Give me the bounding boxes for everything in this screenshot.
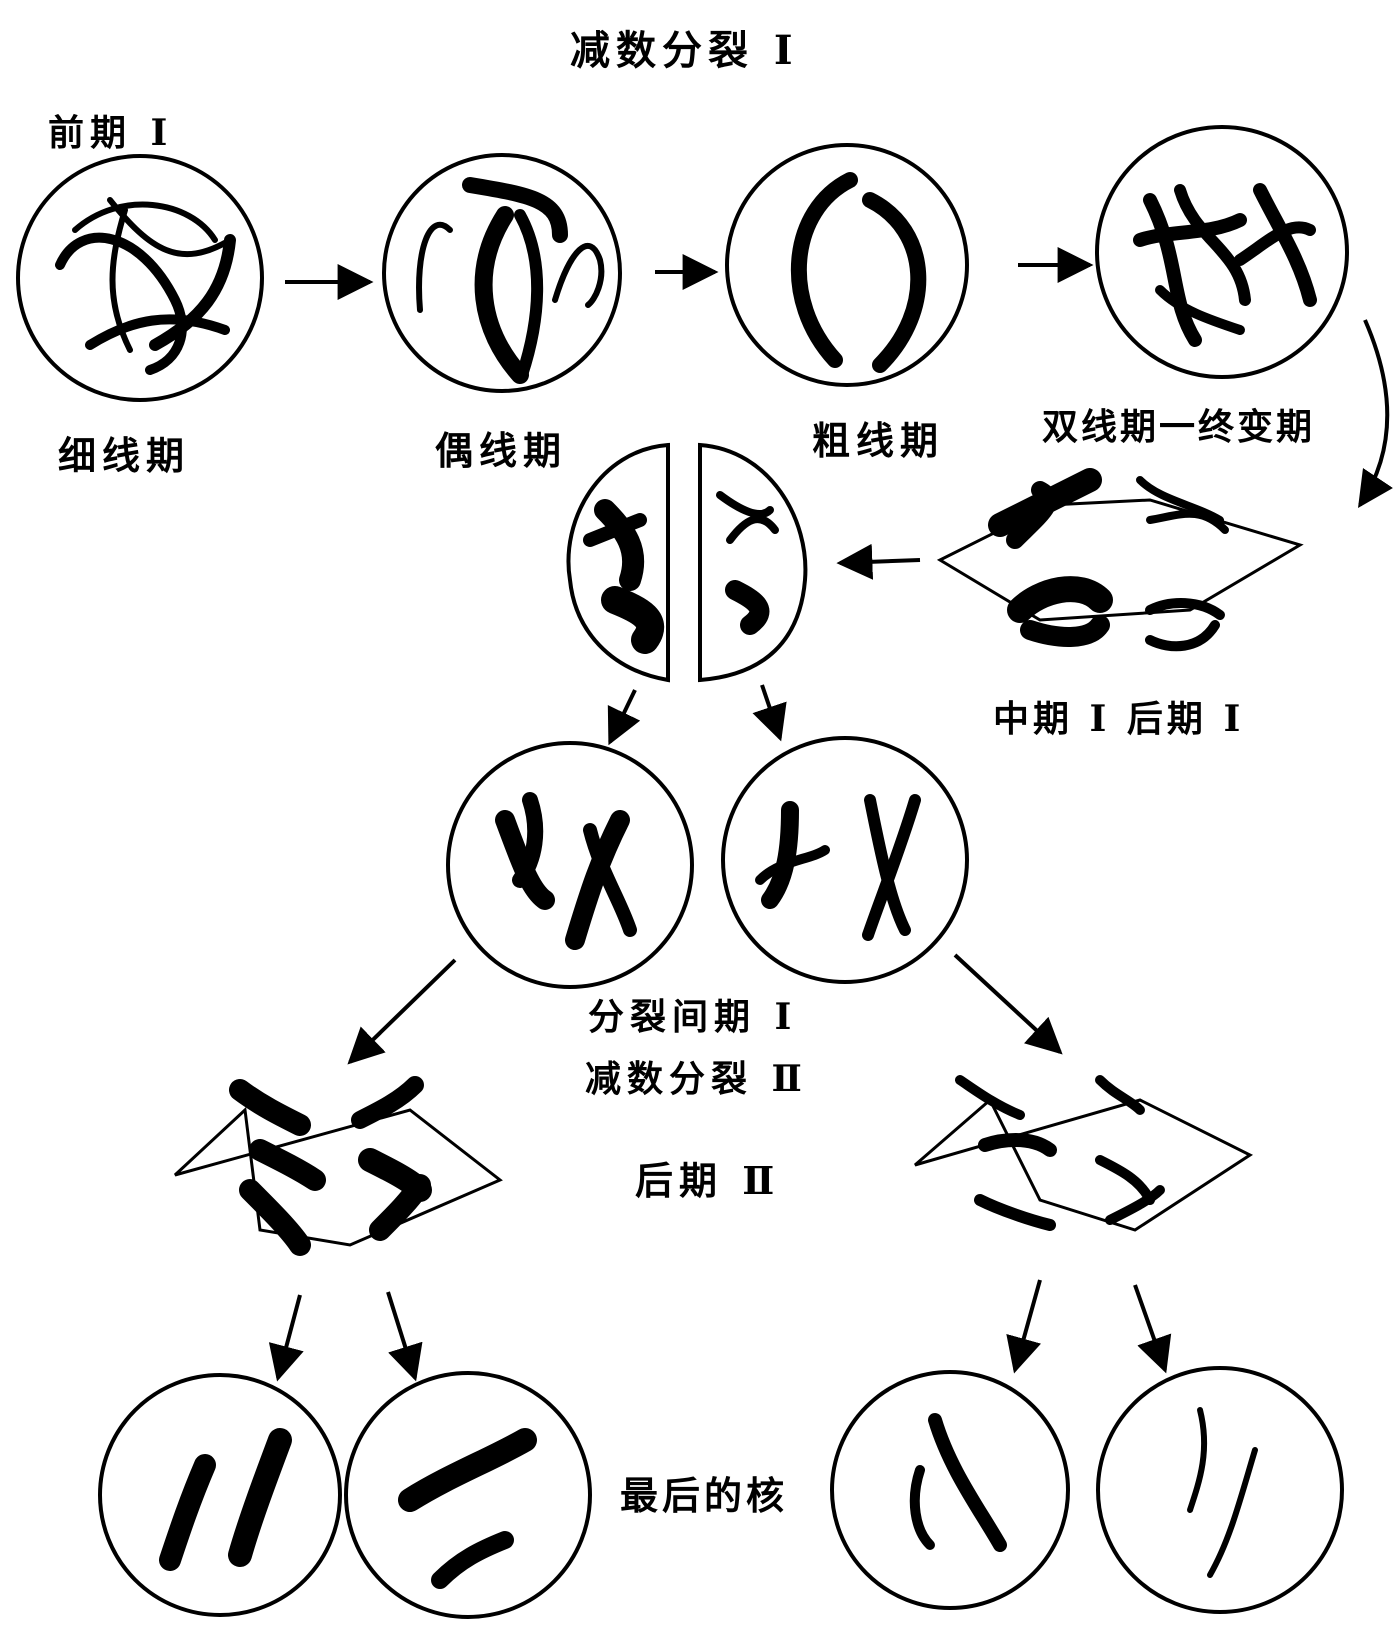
arrow-13 <box>1135 1285 1165 1370</box>
diagram-title: 减数分裂 Ⅰ <box>570 18 799 76</box>
label-metaphase-anaphase-1: 中期 Ⅰ 后期 Ⅰ <box>993 690 1244 742</box>
final-nucleus-1 <box>100 1375 340 1615</box>
spindle-anaphase-2-right <box>915 1100 1250 1230</box>
metaphase-1-bivalents <box>1000 480 1225 646</box>
anaphase-2-right-chromosomes <box>960 1080 1160 1225</box>
label-prophase-1: 前期 Ⅰ <box>48 104 173 156</box>
final-nucleus-4 <box>1098 1368 1342 1612</box>
arrow-7 <box>762 685 780 738</box>
interkinesis-cell-left <box>448 743 692 987</box>
interkinesis-cell-right <box>723 738 967 982</box>
label-pachytene: 粗线期 <box>812 410 944 465</box>
arrow-11 <box>388 1292 415 1378</box>
leptotene-chromosomes <box>60 200 230 370</box>
label-diplotene-diakinesis: 双线期一终变期 <box>1042 398 1315 450</box>
arrow-6 <box>610 690 635 742</box>
final-nucleus-2 <box>346 1373 590 1617</box>
arrow-10 <box>278 1295 300 1378</box>
label-leptotene: 细线期 <box>58 425 190 480</box>
arrow-9 <box>955 955 1060 1052</box>
label-meiosis-2: 减数分裂 Ⅱ <box>585 1050 808 1102</box>
final-nucleus-3 <box>832 1372 1068 1608</box>
anaphase-2-left-chromosomes <box>240 1085 420 1245</box>
arrow-12 <box>1015 1280 1040 1370</box>
zygotene-chromosomes <box>419 185 601 375</box>
arrow-8 <box>350 960 455 1062</box>
dividing-cell-right <box>700 445 805 680</box>
interkinesis-left-chromosomes <box>505 800 630 940</box>
label-final-nuclei: 最后的核 <box>620 1465 788 1520</box>
arrow-5 <box>840 560 920 563</box>
label-anaphase-2: 后期 Ⅱ <box>635 1150 780 1205</box>
spindle-anaphase-2-left <box>175 1110 500 1245</box>
label-interkinesis: 分裂间期 Ⅰ <box>588 988 797 1040</box>
pachytene-chromosomes <box>799 180 918 365</box>
label-zygotene: 偶线期 <box>435 420 567 475</box>
dividing-cell-chromosomes <box>590 495 775 640</box>
diplotene-chromosomes <box>1140 190 1310 340</box>
interkinesis-right-chromosomes <box>760 800 915 935</box>
arrow-4 <box>1360 320 1387 505</box>
